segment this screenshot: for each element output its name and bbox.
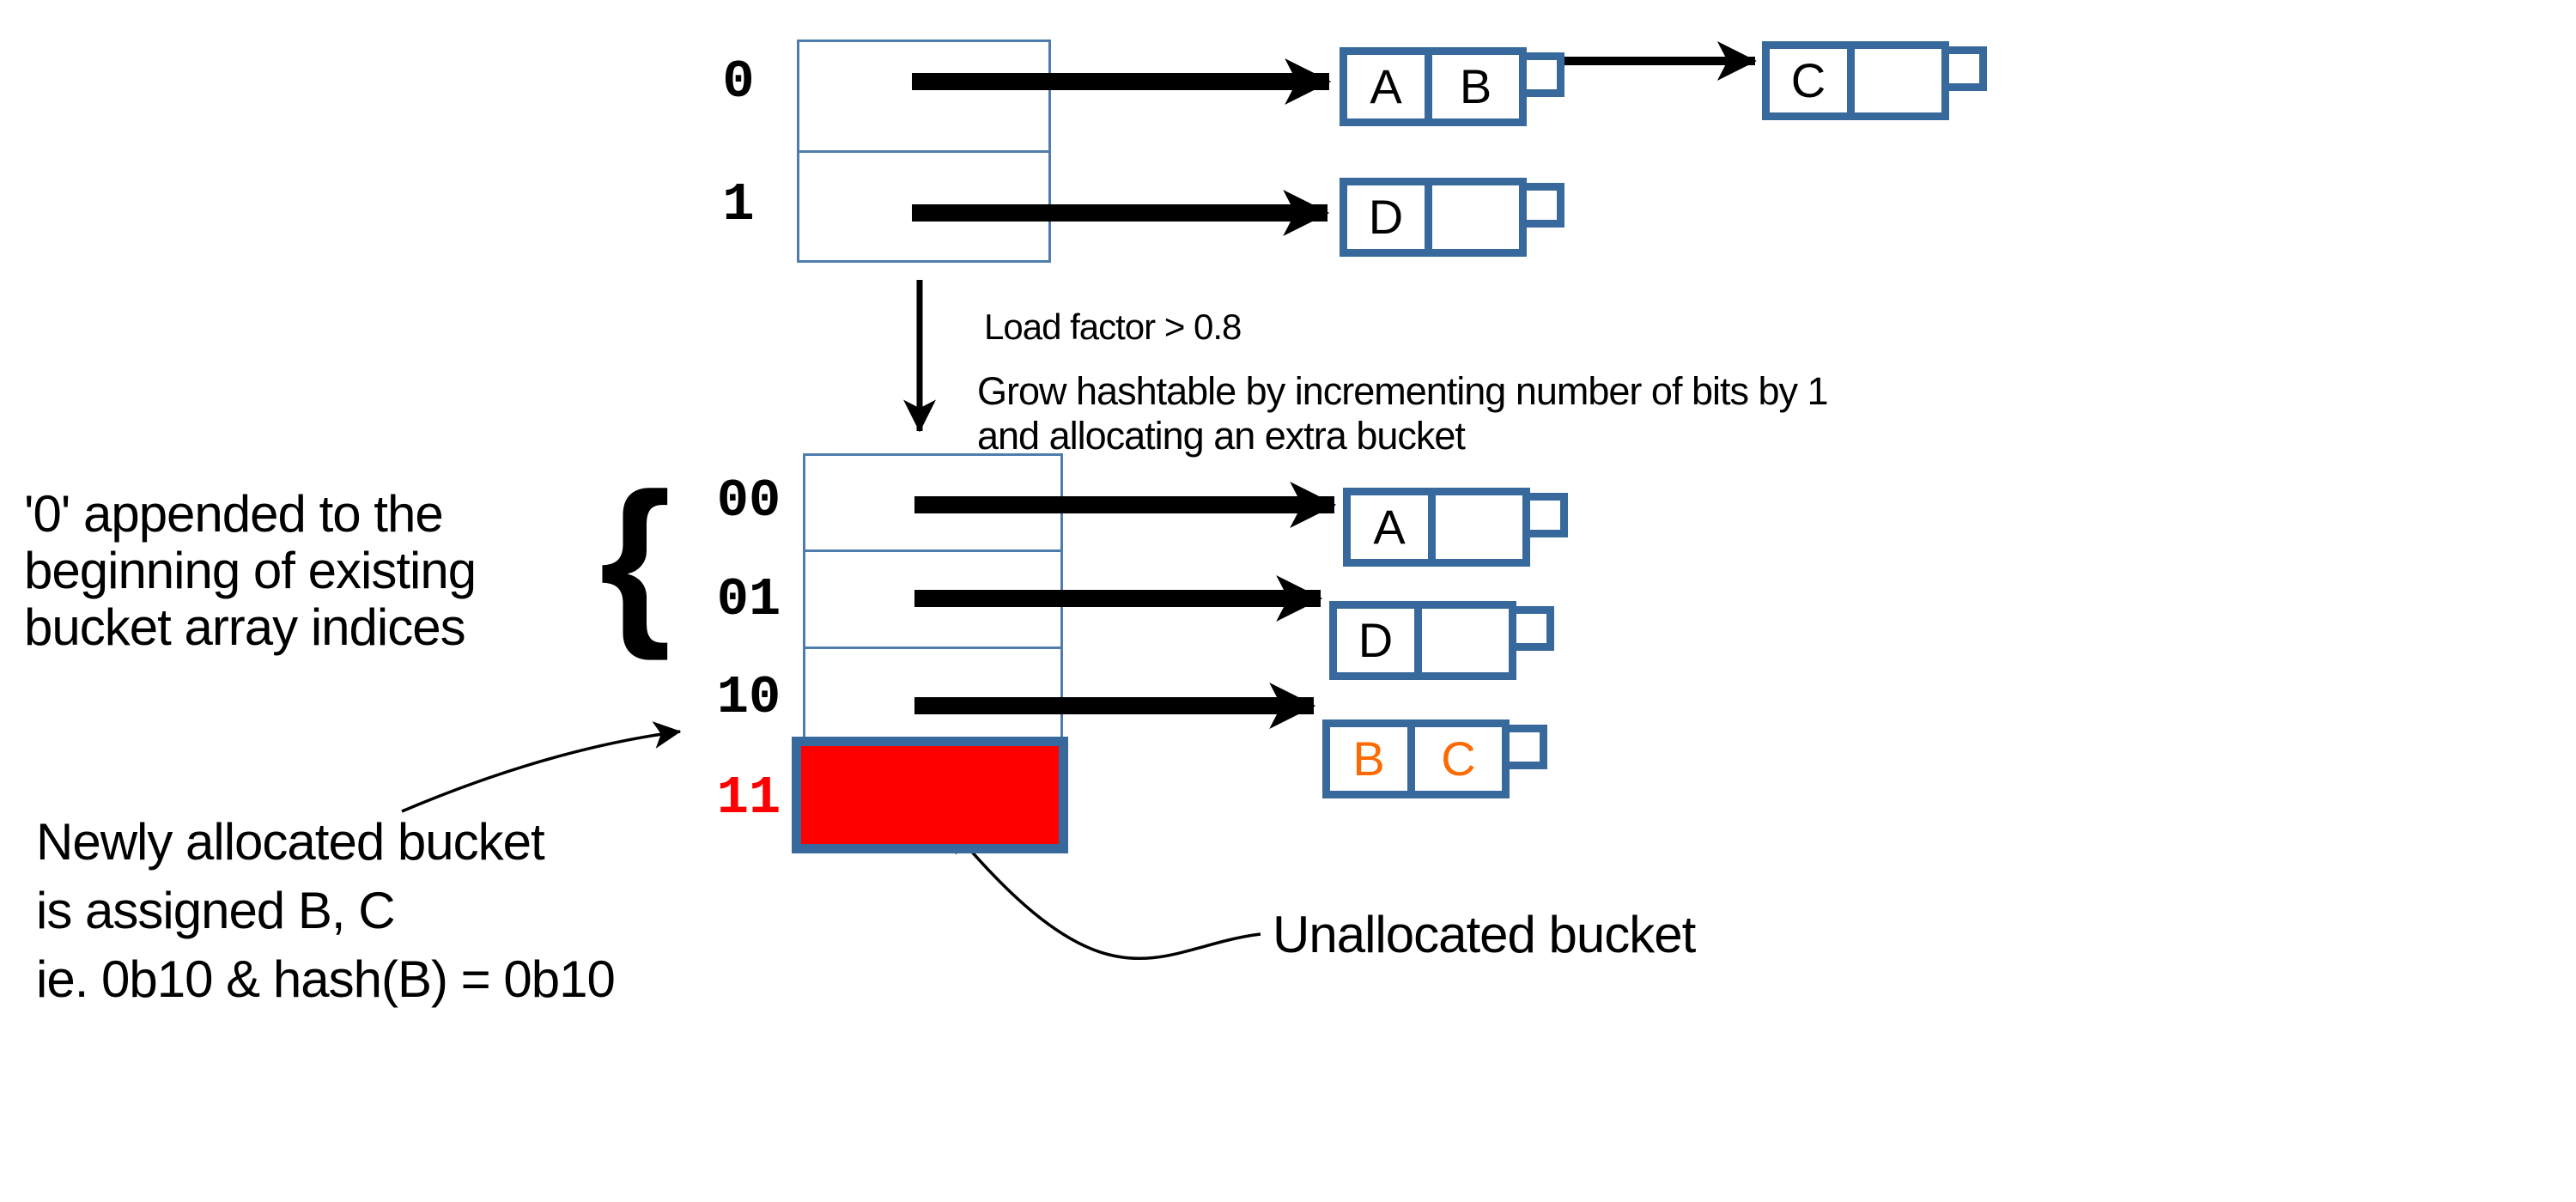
grow-description-line1: Grow hashtable by incrementing number of…: [977, 369, 1829, 413]
bucket-cell-empty: [1855, 49, 1941, 112]
appended-annotation-line2: beginning of existing: [24, 542, 477, 599]
pointer-tab: [1949, 46, 1987, 91]
bucket-cell-empty: [1422, 609, 1509, 672]
bucket-index-label-0: 0: [722, 52, 755, 112]
bucket-cell-c-moved: C: [1441, 732, 1476, 786]
pointer-tab: [1516, 606, 1554, 651]
curly-brace: {: [599, 454, 671, 661]
node-a-bottom: A: [1343, 488, 1568, 567]
bucket-cell-a: A: [1351, 495, 1436, 559]
grow-description-line2: and allocating an extra bucket: [977, 414, 1466, 458]
bucket-index-label-1: 1: [722, 174, 755, 235]
bucket-array-row-10: [805, 648, 1060, 745]
appended-annotation-line1: '0' appended to the: [24, 485, 444, 543]
node-d: D: [1340, 178, 1564, 257]
bucket-cell-b: B: [1459, 59, 1492, 113]
unallocated-bucket-label: Unallocated bucket: [1273, 906, 1696, 963]
bucket-cell-c: C: [1770, 49, 1855, 112]
arrow-annotation-to-unallocated: [948, 824, 1261, 960]
bucket-index-label-11: 11: [716, 768, 781, 829]
newly-allocated-annotation-line1: Newly allocated bucket: [36, 813, 545, 871]
bucket-index-label-00: 00: [716, 470, 781, 531]
newly-allocated-annotation-line2: is assigned B, C: [36, 882, 396, 939]
node-ab: A B: [1340, 47, 1564, 126]
bucket-cell-d: D: [1347, 185, 1432, 249]
bucket-cell-b-moved: B: [1330, 727, 1415, 791]
bucket-cell-d: D: [1337, 609, 1422, 672]
pointer-tab: [1527, 52, 1564, 97]
bucket-cell-empty: [1432, 185, 1519, 249]
bucket-cell-empty: [1436, 495, 1522, 559]
bucket-index-label-01: 01: [716, 569, 781, 630]
bucket-index-label-10: 10: [716, 667, 781, 728]
pointer-tab: [1510, 725, 1547, 769]
newly-allocated-annotation-line3: ie. 0b10 & hash(B) = 0b10: [36, 950, 616, 1008]
pointer-tab: [1527, 183, 1564, 228]
load-factor-condition: Load factor > 0.8: [984, 307, 1242, 347]
bucket-array-row-0: [799, 42, 1048, 153]
node-d-bottom: D: [1329, 601, 1554, 680]
node-c: C: [1762, 41, 1987, 120]
unallocated-bucket-slot: [792, 737, 1068, 853]
node-bc-bottom: B C: [1322, 719, 1547, 798]
pointer-tab: [1530, 493, 1568, 537]
appended-annotation-line3: bucket array indices: [24, 598, 466, 656]
bucket-cell-a: A: [1347, 55, 1432, 118]
arrow-annotation-to-row-10: [401, 721, 682, 813]
